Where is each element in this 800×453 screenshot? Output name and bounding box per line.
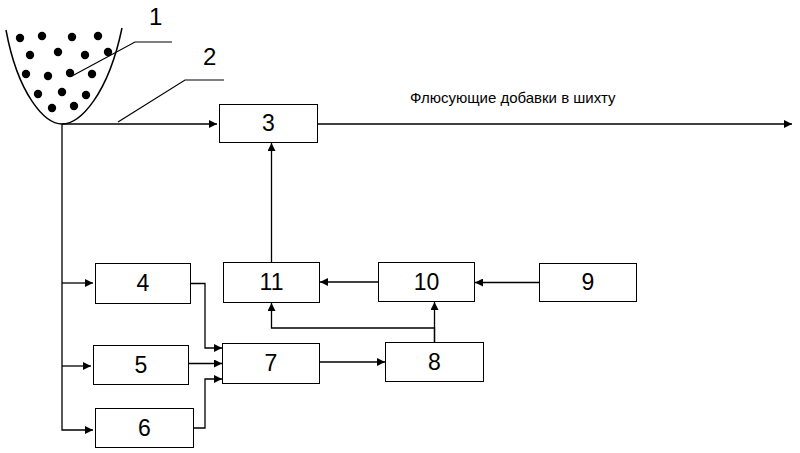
feed-line <box>62 124 93 430</box>
feed-line <box>62 365 91 366</box>
feed-line <box>62 282 93 283</box>
flow-arrow <box>271 143 272 262</box>
callout-number: 2 <box>203 45 216 69</box>
output-arrow <box>318 123 792 124</box>
box-number: 5 <box>135 354 148 377</box>
material-dot <box>22 70 30 78</box>
material-dot <box>81 51 89 59</box>
box-number: 11 <box>260 271 284 294</box>
material-dot <box>94 32 102 40</box>
material-dot <box>48 104 56 112</box>
flow-arrow <box>272 303 435 342</box>
flow-arrow <box>194 379 222 428</box>
material-dot <box>68 33 76 41</box>
flow-arrow <box>320 361 385 362</box>
process-box: 7 <box>222 343 320 384</box>
process-box: 9 <box>539 263 637 302</box>
flow-arrow <box>189 363 222 364</box>
box-number: 4 <box>137 272 150 295</box>
process-box: 5 <box>93 345 189 385</box>
flow-arrow <box>191 284 222 349</box>
process-box: 8 <box>385 342 484 382</box>
flow-label: Флюсующие добавки в шихту <box>410 90 616 105</box>
box-number: 8 <box>428 351 441 374</box>
leader-line <box>118 80 224 122</box>
box-number: 6 <box>138 417 151 440</box>
callout-number: 1 <box>149 5 162 29</box>
box-number: 9 <box>582 271 595 294</box>
process-box: 6 <box>95 408 194 448</box>
box-number: 10 <box>414 271 440 294</box>
material-dot <box>16 34 24 42</box>
material-dot <box>34 90 42 98</box>
material-dot <box>54 48 62 56</box>
material-dot <box>70 102 78 110</box>
material-dots <box>16 32 112 112</box>
process-box: 3 <box>219 104 318 143</box>
box-number: 7 <box>265 352 278 375</box>
leader-line <box>72 42 172 76</box>
process-box: 4 <box>95 263 191 304</box>
hopper-outline <box>6 28 122 124</box>
material-dot <box>58 88 66 96</box>
material-dot <box>44 72 52 80</box>
material-dot <box>82 91 90 99</box>
material-dot <box>88 70 96 78</box>
feed-line <box>62 123 217 124</box>
box-number: 3 <box>262 112 275 135</box>
process-box: 10 <box>378 262 475 302</box>
material-dot <box>38 32 46 40</box>
process-box: 11 <box>223 262 320 303</box>
material-dot <box>26 51 34 59</box>
flow-arrow <box>475 282 539 283</box>
flow-arrow <box>320 281 378 282</box>
